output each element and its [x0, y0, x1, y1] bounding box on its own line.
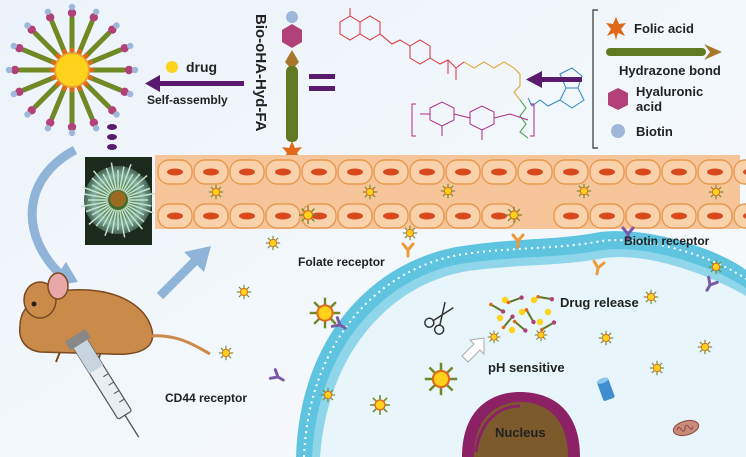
legend-hydrazone-label: Hydrazone bond [619, 63, 721, 78]
curved-arrow [27, 146, 78, 282]
sea-anemone-image [80, 157, 156, 245]
tumor-cell [296, 231, 746, 457]
legend: Folic acid Hydrazone bond Hyaluronic aci… [592, 9, 722, 149]
legend-hyaluronic-icon [608, 88, 628, 110]
nucleus-label: Nucleus [495, 425, 546, 440]
legend-folic-acid-label: Folic acid [634, 21, 694, 36]
hyaluronic-stack-icon [107, 124, 117, 150]
biotin-icon [286, 11, 298, 23]
folate-receptor-label: Folate receptor [298, 255, 385, 269]
drug-icon [166, 61, 178, 73]
biotin-receptor-label: Biotin receptor [624, 234, 710, 248]
drug-label: drug [186, 59, 217, 75]
syringe-icon [64, 329, 140, 438]
chemical-structure [339, 8, 585, 140]
legend-biotin-label: Biotin [636, 124, 673, 139]
scissors-icon [424, 301, 454, 335]
mitochondrion-icon [672, 419, 700, 437]
legend-hyaluronic-label-2: acid [636, 99, 662, 114]
released-drug-fragments [489, 294, 557, 334]
legend-to-structure-arrow [526, 71, 582, 88]
self-assembled-nanoparticle [5, 3, 139, 137]
cell-nucleus: Nucleus [462, 392, 580, 457]
equals-sign [309, 74, 335, 91]
legend-biotin-icon [611, 124, 625, 138]
receptors [268, 226, 719, 382]
legend-hyaluronic-label-1: Hyaluronic [636, 84, 703, 99]
ph-arrow [461, 337, 485, 363]
drug-release-label: Drug release [560, 295, 639, 310]
hyaluronic-acid-icon [282, 24, 302, 48]
bio-ha-hyd-fa-label: Bio-oHA-Hyd-FA [252, 14, 269, 132]
self-assembly-label: Self-assembly [147, 93, 228, 107]
cd44-receptor-label: CD44 receptor [165, 391, 247, 405]
self-assembly-arrow [145, 75, 244, 92]
endosome-icon [596, 377, 615, 401]
ph-sensitive-label: pH sensitive [488, 360, 565, 375]
mouse-icon [18, 272, 211, 363]
mouse-to-vessel-arrow [156, 246, 211, 300]
legend-folic-acid-icon [606, 17, 626, 40]
hydrazone-rod [286, 66, 298, 142]
legend-hydrazone-icon [606, 44, 722, 60]
